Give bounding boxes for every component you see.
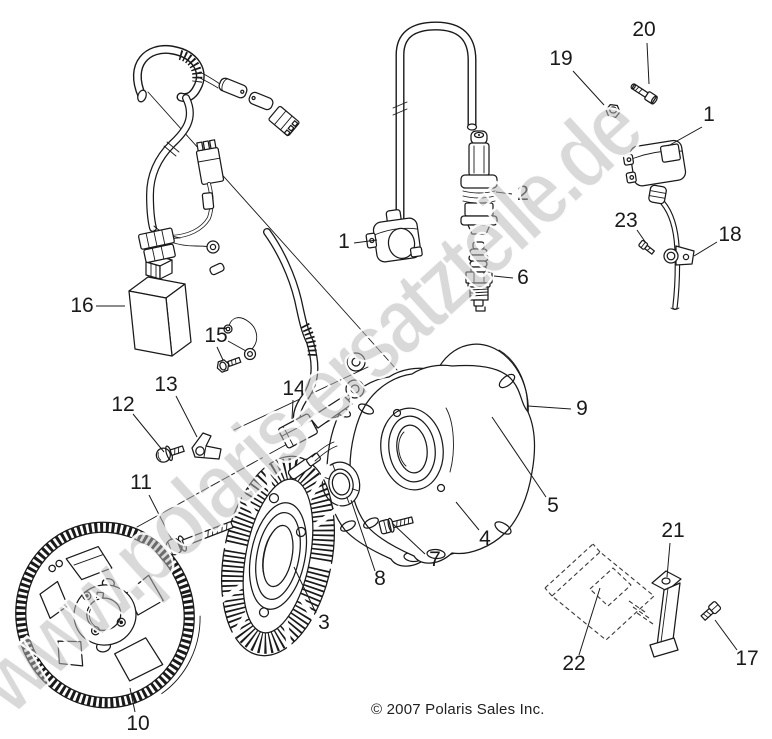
callout-12: 12 (111, 393, 134, 416)
callout-18: 18 (718, 223, 741, 246)
long-bolt (165, 520, 234, 556)
spark-plug (465, 241, 493, 312)
callout-22: 22 (562, 652, 585, 675)
voltage-regulator (544, 543, 655, 641)
callout-1-center: 1 (338, 230, 350, 253)
ground-wire (223, 317, 258, 361)
spark-plug-cap (460, 130, 498, 235)
flywheel (15, 521, 201, 709)
callout-21: 21 (661, 519, 684, 542)
callout-11: 11 (130, 471, 152, 494)
callout-6: 6 (517, 266, 529, 289)
mount-bracket (191, 432, 222, 460)
ground-bolt (216, 356, 242, 373)
stator-wire-sleeve (287, 441, 338, 480)
spark-plug-wire (392, 21, 478, 226)
pulse-coil (263, 228, 353, 449)
callout-16: 16 (70, 294, 93, 317)
cable-clamp (663, 245, 695, 266)
bracket-bolt (700, 601, 722, 621)
callout-1-right: 1 (703, 103, 715, 126)
oil-seal (321, 461, 361, 507)
callout-labels: 20 19 1 2 23 18 1 6 16 15 13 14 12 9 11 … (70, 18, 758, 735)
callout-20: 20 (632, 18, 655, 41)
callout-5: 5 (547, 494, 559, 517)
callout-7: 7 (429, 548, 441, 571)
callout-2: 2 (517, 182, 529, 205)
callout-23: 23 (614, 209, 637, 232)
callout-8: 8 (374, 567, 386, 590)
callout-15: 15 (204, 324, 227, 347)
leader-lines (96, 42, 738, 713)
flange-bolt (378, 516, 414, 535)
callout-13: 13 (154, 373, 177, 396)
coil-bolt (630, 83, 658, 105)
callout-10: 10 (126, 712, 149, 735)
regulator-bracket (649, 570, 682, 658)
callout-3: 3 (318, 611, 330, 634)
callout-17: 17 (735, 647, 758, 670)
hex-nut (605, 103, 621, 119)
callout-14: 14 (282, 377, 306, 400)
callout-4: 4 (479, 527, 491, 550)
stator-cover (345, 352, 536, 564)
callout-19: 19 (549, 47, 572, 70)
ignition-coil (365, 209, 423, 263)
callout-9: 9 (576, 397, 588, 420)
screw-washer (155, 445, 185, 463)
copyright-text: © 2007 Polaris Sales Inc. (371, 701, 545, 718)
clamp-screw (638, 239, 655, 255)
wiring-harness (132, 44, 300, 276)
